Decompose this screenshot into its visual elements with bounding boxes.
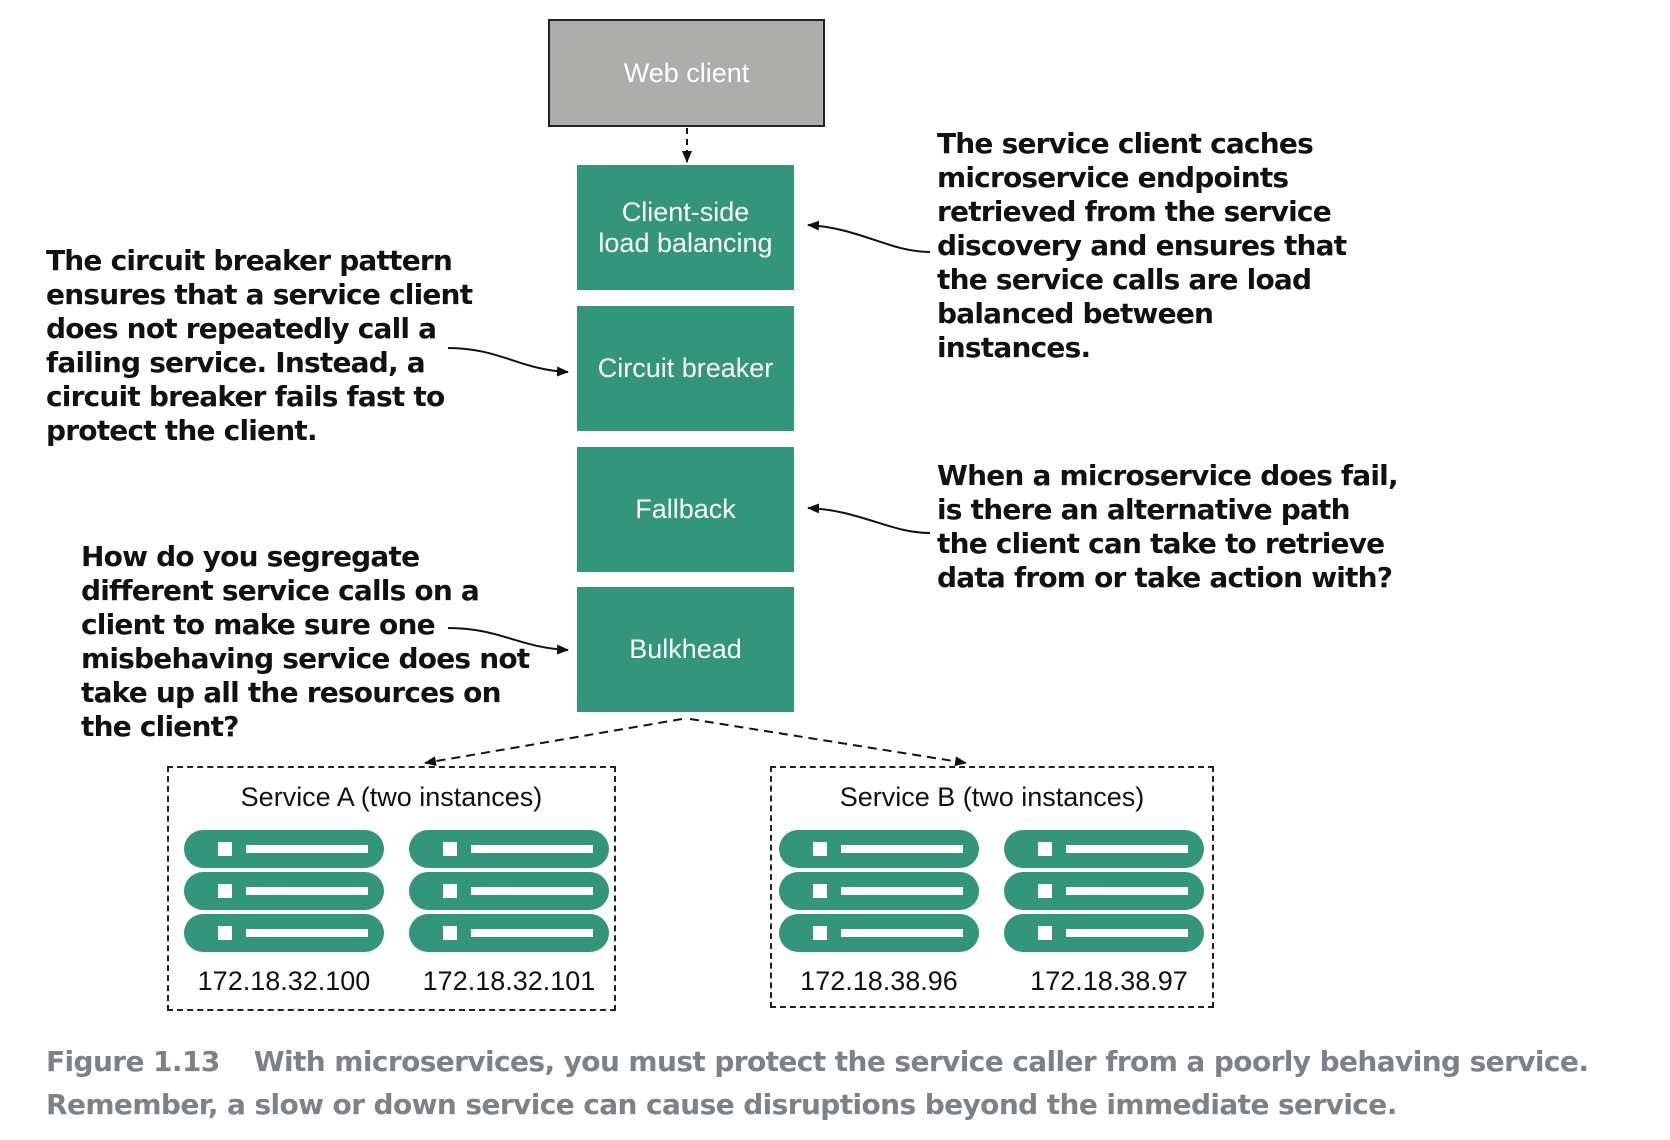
note-line: the service calls are load (937, 263, 1312, 296)
note-line: How do you segregate (81, 540, 420, 573)
bulkhead-note: How do you segregate different service c… (81, 540, 530, 744)
caption-text-line2: Remember, a slow or down service can cau… (46, 1088, 1397, 1121)
bulkhead-to-service-b-arrow (689, 718, 967, 767)
fallback-note-arrow (807, 503, 931, 534)
note-line: microservice endpoints (937, 161, 1289, 194)
fallback-box: Fallback (577, 447, 794, 572)
note-line: is there an alternative path (937, 493, 1351, 526)
service-a-group: Service A (two instances) 172.18.32.100 … (167, 766, 616, 1011)
note-line: failing service. Instead, a (46, 346, 426, 379)
circuit-breaker-note: The circuit breaker pattern ensures that… (46, 244, 473, 448)
note-line: ensures that a service client (46, 278, 473, 311)
fallback-label: Fallback (635, 494, 736, 525)
circuit-breaker-note-arrow (447, 347, 569, 377)
note-line: the client can take to retrieve (937, 527, 1385, 560)
load-balancing-label-line1: Client-side (621, 197, 750, 228)
service-b-group: Service B (two instances) 172.18.38.96 1… (770, 766, 1214, 1008)
figure-caption: Figure 1.13 With microservices, you must … (46, 1040, 1646, 1126)
bulkhead-label: Bulkhead (629, 634, 742, 665)
note-line: When a microservice does fail, (937, 459, 1399, 492)
bulkhead-box: Bulkhead (577, 587, 794, 712)
load-balancing-note-arrow (807, 220, 931, 253)
note-line: circuit breaker fails fast to (46, 380, 445, 413)
load-balancing-box: Client-side load balancing (577, 165, 794, 290)
note-line: protect the client. (46, 414, 318, 447)
bulkhead-note-arrow (447, 627, 569, 655)
note-line: balanced between (937, 297, 1214, 330)
instance-ip: 172.18.38.97 (1030, 966, 1188, 996)
instance-ip: 172.18.32.101 (422, 966, 596, 996)
note-line: misbehaving service does not (81, 642, 530, 675)
load-balancing-label-line2: load balancing (598, 227, 773, 258)
note-line: does not repeatedly call a (46, 312, 437, 345)
instance-ip: 172.18.32.100 (197, 966, 371, 996)
server-rack-icon (184, 830, 384, 960)
note-line: take up all the resources on (81, 676, 502, 709)
instance-ip: 172.18.38.96 (800, 966, 958, 996)
server-rack-icon (779, 830, 979, 960)
caption-line1: Figure 1.13 With microservices, you must … (46, 1040, 1646, 1083)
circuit-breaker-label: Circuit breaker (597, 353, 774, 384)
server-rack-icon (1004, 830, 1204, 960)
note-line: data from or take action with? (937, 561, 1393, 594)
note-line: the client? (81, 710, 239, 743)
web-client-box: Web client (548, 19, 825, 127)
note-line: The circuit breaker pattern (46, 244, 453, 277)
note-line: The service client caches (937, 127, 1314, 160)
note-line: different service calls on a (81, 574, 480, 607)
note-line: instances. (937, 331, 1091, 364)
note-line: retrieved from the service (937, 195, 1332, 228)
caption-label: Figure 1.13 (46, 1045, 220, 1078)
caption-text-line1: With microservices, you must protect the… (253, 1045, 1589, 1078)
service-b-title: Service B (two instances) (839, 782, 1145, 812)
server-rack-icon (409, 830, 609, 960)
load-balancing-note: The service client caches microservice e… (937, 127, 1347, 365)
web-client-label: Web client (623, 57, 750, 88)
service-a-title: Service A (two instances) (240, 782, 543, 812)
note-line: client to make sure one (81, 608, 436, 641)
note-line: discovery and ensures that (937, 229, 1347, 262)
circuit-breaker-box: Circuit breaker (577, 306, 794, 431)
bulkhead-to-service-a-arrow (424, 718, 683, 767)
fallback-note: When a microservice does fail, is there … (937, 459, 1399, 595)
